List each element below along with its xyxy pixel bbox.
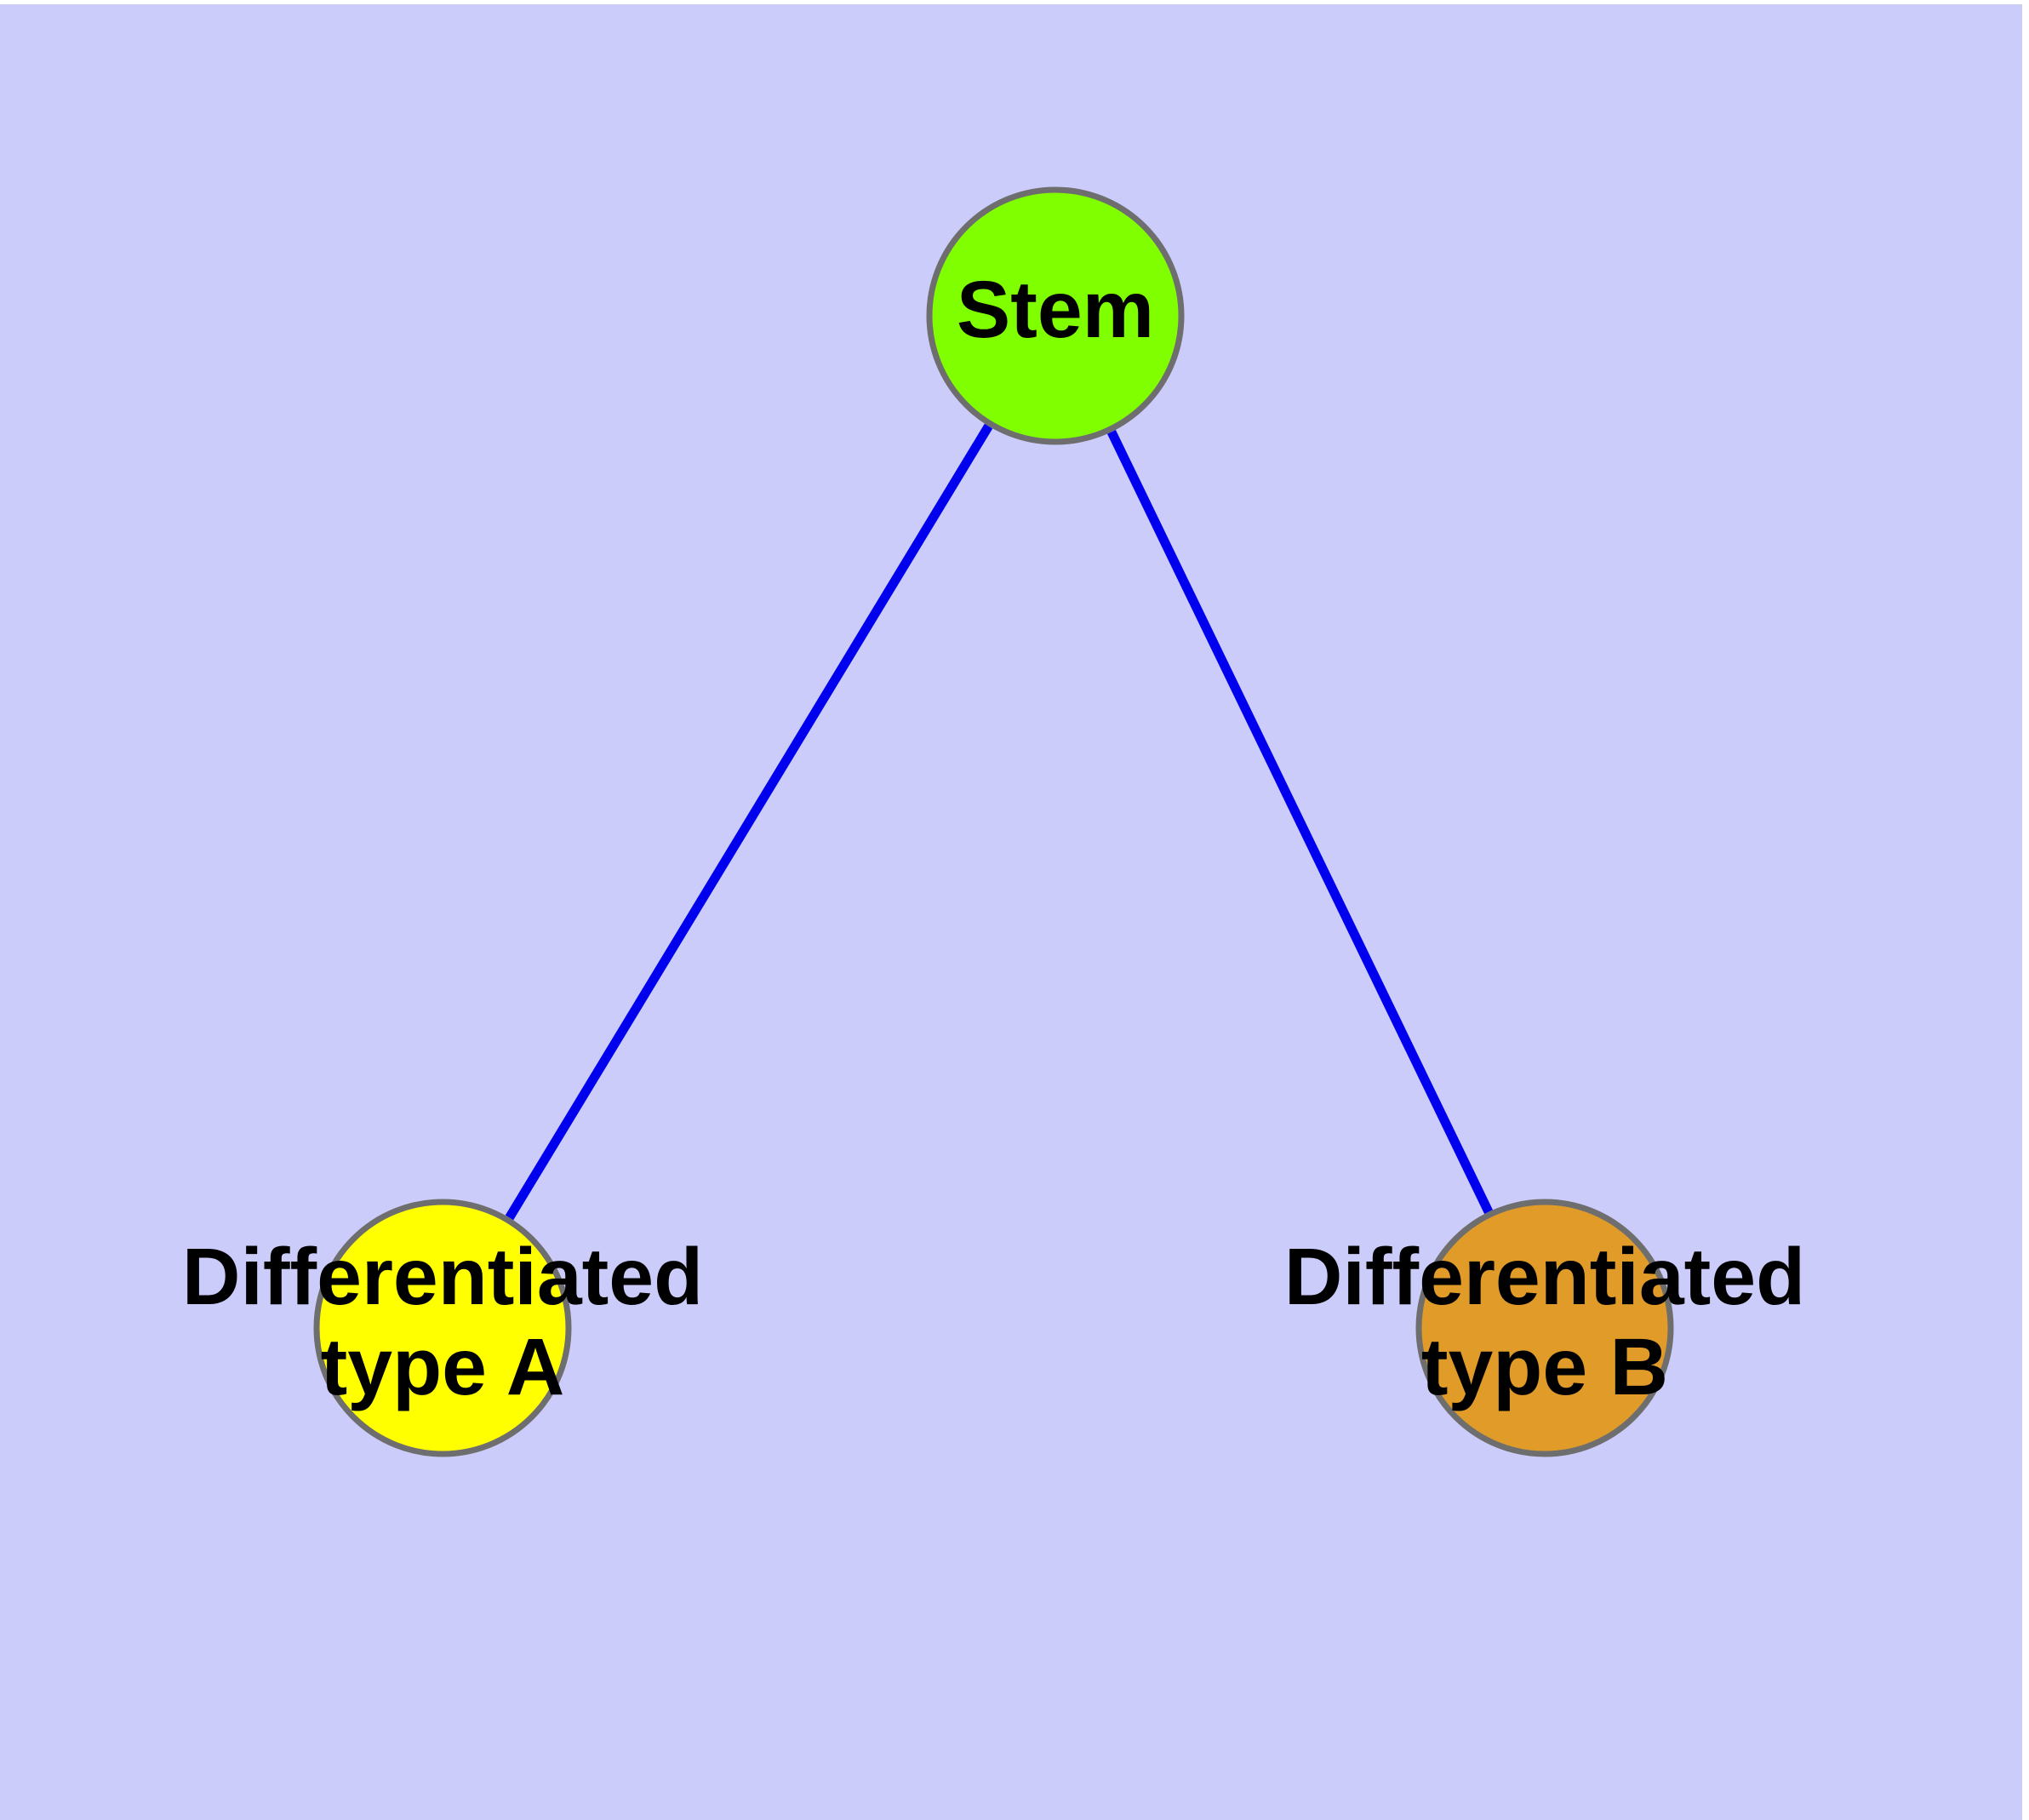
graph-node-stem[interactable] xyxy=(926,186,1185,445)
graph-node-label-stem: Stem xyxy=(957,265,1154,355)
label-line: type A xyxy=(321,1322,565,1412)
nodes-layer xyxy=(313,186,1674,1457)
label-line: Differentiated xyxy=(182,1232,703,1322)
graph-edge-stem-diff_a xyxy=(505,423,993,1221)
label-line: type B xyxy=(1421,1322,1668,1412)
graph-node-diff_b[interactable] xyxy=(1415,1199,1674,1457)
label-line: Differentiated xyxy=(1284,1232,1805,1322)
graph-node-diff_a[interactable] xyxy=(313,1199,572,1457)
edges-layer xyxy=(505,423,1493,1221)
graph-edge-stem-diff_b xyxy=(1107,429,1493,1215)
label-line: Stem xyxy=(957,265,1154,355)
